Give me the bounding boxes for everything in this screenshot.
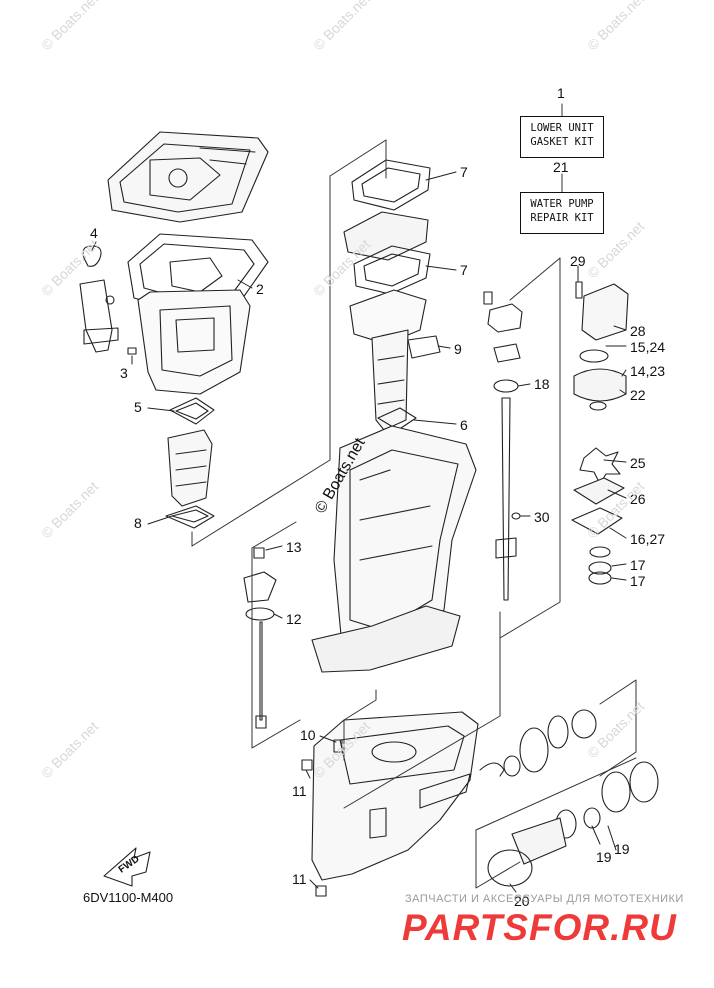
- callout-11-lower: 11: [292, 871, 307, 887]
- callout-18: 18: [534, 376, 550, 392]
- callout-8: 8: [134, 515, 142, 531]
- leader-lines: [91, 171, 627, 893]
- callout-12: 12: [286, 611, 302, 627]
- shop-logo: PARTSFOR.RU: [402, 907, 677, 948]
- callout-30: 30: [534, 509, 550, 525]
- diagram-code: 6DV1100-M400: [83, 890, 174, 905]
- callout-7-lower: 7: [460, 262, 468, 278]
- callout-6: 6: [460, 417, 468, 433]
- kit-box-lower-unit-gasket: LOWER UNIT GASKET KIT: [520, 116, 604, 158]
- callout-10: 10: [300, 727, 316, 743]
- kit-line: REPAIR KIT: [530, 212, 594, 224]
- callout-19-left: 19: [596, 849, 612, 865]
- callout-14-23: 14,23: [630, 363, 666, 379]
- callout-4: 4: [90, 225, 98, 241]
- shift-rod: [243, 547, 277, 729]
- callout-20: 20: [514, 893, 530, 909]
- exhaust-guide-plate: [107, 131, 269, 223]
- callout-19-right: 19: [614, 841, 630, 857]
- callout-29: 29: [570, 253, 586, 269]
- fwd-arrow-icon: [103, 847, 151, 887]
- callout-11-upper: 11: [292, 783, 307, 799]
- center-gaskets: [343, 159, 441, 431]
- upper-casing: [137, 289, 251, 395]
- callout-15-24: 15,24: [630, 339, 666, 355]
- callout-13: 13: [286, 539, 302, 555]
- kit-line: WATER PUMP: [530, 198, 594, 210]
- drive-shaft: [483, 291, 523, 601]
- kit-box-water-pump-repair: WATER PUMP REPAIR KIT: [520, 192, 604, 234]
- callout-25: 25: [630, 455, 646, 471]
- part-4-clip: [79, 245, 137, 355]
- shop-tagline: ЗАПЧАСТИ И АКСЕССУАРЫ ДЛЯ МОТОТЕХНИКИ: [405, 893, 684, 905]
- kit-number-21: 21: [553, 159, 569, 175]
- callout-26: 26: [630, 491, 646, 507]
- callout-28: 28: [630, 323, 646, 339]
- kit-line: GASKET KIT: [530, 136, 594, 148]
- callout-17-upper: 17: [630, 557, 646, 573]
- callout-3: 3: [120, 365, 128, 381]
- kit-line: LOWER UNIT: [530, 122, 594, 134]
- lower-casing: [311, 425, 477, 673]
- callout-9: 9: [454, 341, 462, 357]
- water-pump: [571, 281, 629, 585]
- callout-17-lower: 17: [630, 573, 646, 589]
- water-tube-housing: [165, 397, 215, 529]
- callout-22: 22: [630, 387, 646, 403]
- kit-number-1: 1: [557, 85, 565, 101]
- callout-5: 5: [134, 399, 142, 415]
- callout-2: 2: [256, 281, 264, 297]
- callout-7-upper: 7: [460, 164, 468, 180]
- group-boundary-lines: [191, 103, 637, 889]
- callout-16-27: 16,27: [630, 531, 666, 547]
